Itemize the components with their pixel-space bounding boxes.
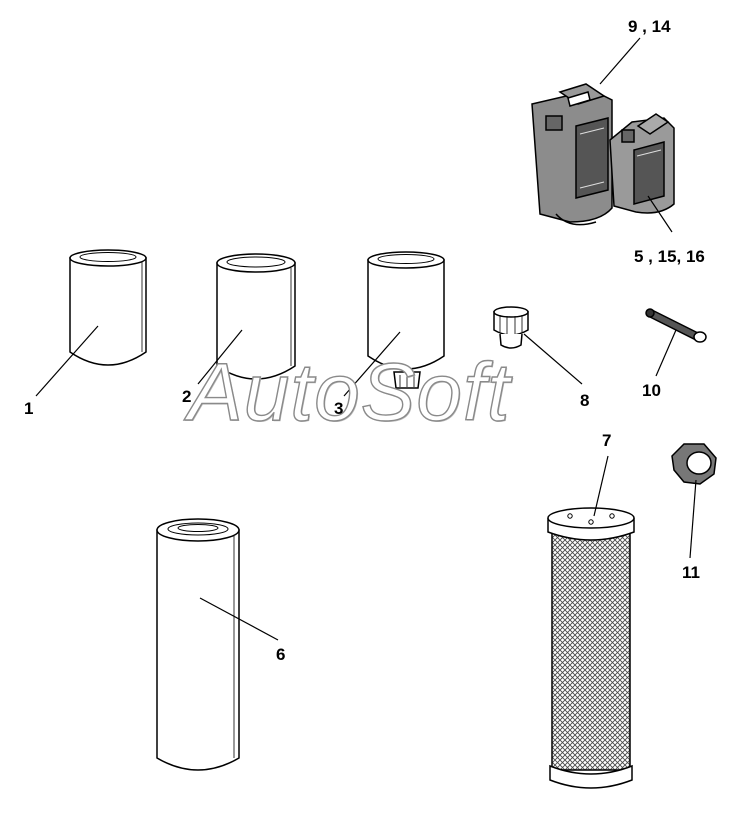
callout-part-10: 10 [642, 381, 661, 400]
callout-parts-5-15-16: 5 , 15, 16 [634, 247, 705, 266]
fuel-filter-part-3 [367, 251, 445, 389]
callout-part-7: 7 [602, 431, 612, 450]
watermark: AutoSoft [187, 347, 511, 438]
callout-part-6: 6 [276, 645, 286, 664]
pin-part-10 [645, 308, 707, 343]
air-filter-part-7 [547, 507, 635, 789]
callout-part-11: 11 [682, 563, 700, 582]
callout-part-3: 3 [334, 399, 344, 418]
breather-part-8 [493, 306, 529, 349]
filter-part-1 [69, 249, 147, 366]
callout-part-2: 2 [182, 387, 192, 406]
plug-part-11 [671, 443, 717, 485]
oil-containers [531, 83, 675, 226]
callout-part-8: 8 [580, 391, 590, 410]
callout-parts-9-14: 9 , 14 [628, 17, 671, 36]
callout-part-1: 1 [24, 399, 34, 418]
leader-lines [35, 37, 697, 641]
filter-part-2 [216, 253, 296, 380]
filter-part-6 [156, 518, 240, 771]
